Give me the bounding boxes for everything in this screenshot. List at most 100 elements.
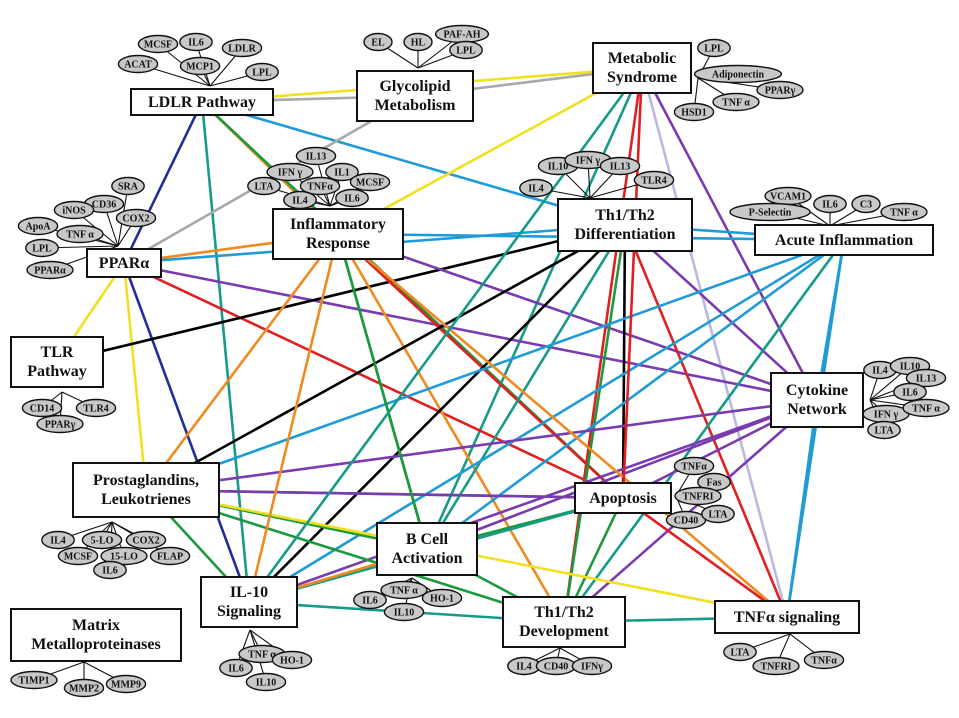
gene-ellipse (349, 172, 391, 192)
node-matrix-metalloproteinases: Matrix Metalloproteinases (10, 608, 182, 662)
gene-ellipse (905, 368, 947, 388)
edge-cytokine-il10 (248, 398, 818, 604)
gene-ellipse (383, 602, 425, 622)
gene-label: MCSF (144, 40, 172, 51)
gene-ellipse (245, 672, 287, 692)
edge-tnf-infl (337, 233, 788, 618)
gene-label: CD36 (92, 200, 116, 211)
node-il10-signaling: IL-10 Signaling (200, 576, 298, 628)
gene-label: iNOS (62, 206, 86, 217)
gene-label: MCSF (64, 552, 92, 563)
gene-label: PPARγ (45, 420, 76, 431)
gene-label: PAF-AH (443, 30, 480, 41)
gene-ellipse (851, 194, 881, 214)
edge-ldlr-ppara (122, 101, 204, 264)
gene-label: MMP2 (69, 684, 99, 695)
gene-ellipse (266, 162, 314, 182)
node-ppar-alpha: PPARα (86, 248, 162, 278)
gene-label: P-Selectin (749, 208, 792, 219)
gene-label: COX2 (122, 214, 149, 225)
gene-label: LTA (731, 648, 751, 659)
gene-label: MCP1 (186, 62, 214, 73)
gene-label: TNF α (890, 208, 918, 219)
gene-ellipse (100, 546, 148, 566)
edge-cytokine-tnf (785, 399, 819, 618)
gene-ellipse (63, 678, 105, 698)
gene-label: IL13 (306, 152, 327, 163)
gene-label: TLR4 (83, 404, 109, 415)
gene-ellipse (867, 420, 901, 440)
edge-acute-il10 (248, 238, 845, 604)
gene-ellipse (756, 80, 804, 100)
edge-th1th2diff-cytokine (624, 224, 818, 401)
gene-label: IL6 (822, 200, 838, 211)
gene-label: HL (411, 38, 426, 49)
edge-ldlr-il10 (200, 101, 251, 603)
gene-ellipse (115, 208, 157, 228)
gene-ellipse (10, 670, 58, 690)
gene-ellipse (17, 216, 59, 236)
gene-label: VCAM1 (770, 192, 806, 203)
node-b-cell-activation: B Cell Activation (376, 522, 478, 576)
gene-label: LPL (456, 46, 476, 57)
gene-label: ACAT (124, 60, 152, 71)
node-th1-th2-differentiation: Th1/Th2 Differentiation (557, 198, 693, 252)
edge-ppara-cytokine (123, 261, 818, 402)
gene-label: IL6 (362, 596, 378, 607)
gene-ellipse (41, 530, 75, 550)
gene-ellipse (219, 658, 253, 678)
gene-ellipse (353, 590, 387, 610)
gene-ellipse (111, 176, 145, 196)
gene-ellipse (179, 56, 221, 76)
edge-acute-bcell (426, 238, 845, 551)
node-prostaglandins-leukotrienes: Prostaglandins, Leukotrienes (72, 462, 220, 518)
gene-label: 5-LO (91, 536, 114, 547)
gene-label: LDLR (228, 44, 257, 55)
gene-label: SRA (118, 182, 139, 193)
gene-ellipse (21, 398, 63, 418)
gene-label: IL13 (610, 162, 631, 173)
gene-ellipse (75, 398, 117, 418)
gene-ellipse (179, 32, 213, 52)
gene-label: IL6 (344, 194, 360, 205)
gene-label: IL4 (872, 366, 888, 377)
gene-label: FLAP (157, 552, 183, 563)
edge-acute-prosta (145, 238, 845, 492)
gene-label: IL10 (548, 162, 569, 173)
gene-ellipse (673, 102, 715, 122)
gene-label: MCSF (356, 178, 384, 189)
gene-label: COX2 (132, 536, 159, 547)
edge-apoptosis-tnf (622, 496, 788, 619)
gene-ellipse (36, 414, 84, 434)
node-acute-inflammation: Acute Inflammation (754, 224, 934, 256)
edge-ldlr-th1th2diff (201, 100, 626, 227)
edge-th1th2diff-apoptosis (621, 224, 627, 499)
edge-infl-cytokine (337, 232, 818, 402)
edge-metsyn-tnf (640, 67, 789, 618)
gene-label: LTA (875, 426, 895, 437)
gene-label: PPARα (34, 266, 66, 277)
edge-th1th2diff-tnf (623, 224, 789, 618)
gene-label: TNFα (811, 656, 837, 667)
edge-il10-infl (247, 233, 340, 603)
gene-ellipse (803, 650, 845, 670)
node-cytokine-network: Cytokine Network (770, 372, 864, 428)
node-glycolipid-metabolism: Glycolipid Metabolism (356, 70, 474, 122)
gene-ellipse (701, 504, 735, 524)
gene-label: IL4 (292, 196, 308, 207)
gene-label: IFN γ (576, 156, 601, 167)
gene-label: TNF α (248, 650, 276, 661)
edge-infl-th1th2dev (336, 233, 566, 623)
edge-cytokine-th1th2dev (563, 399, 818, 623)
edge-bcell-infl (336, 233, 429, 550)
gene-label: CD40 (544, 662, 568, 673)
gene-label: CD14 (30, 404, 54, 415)
